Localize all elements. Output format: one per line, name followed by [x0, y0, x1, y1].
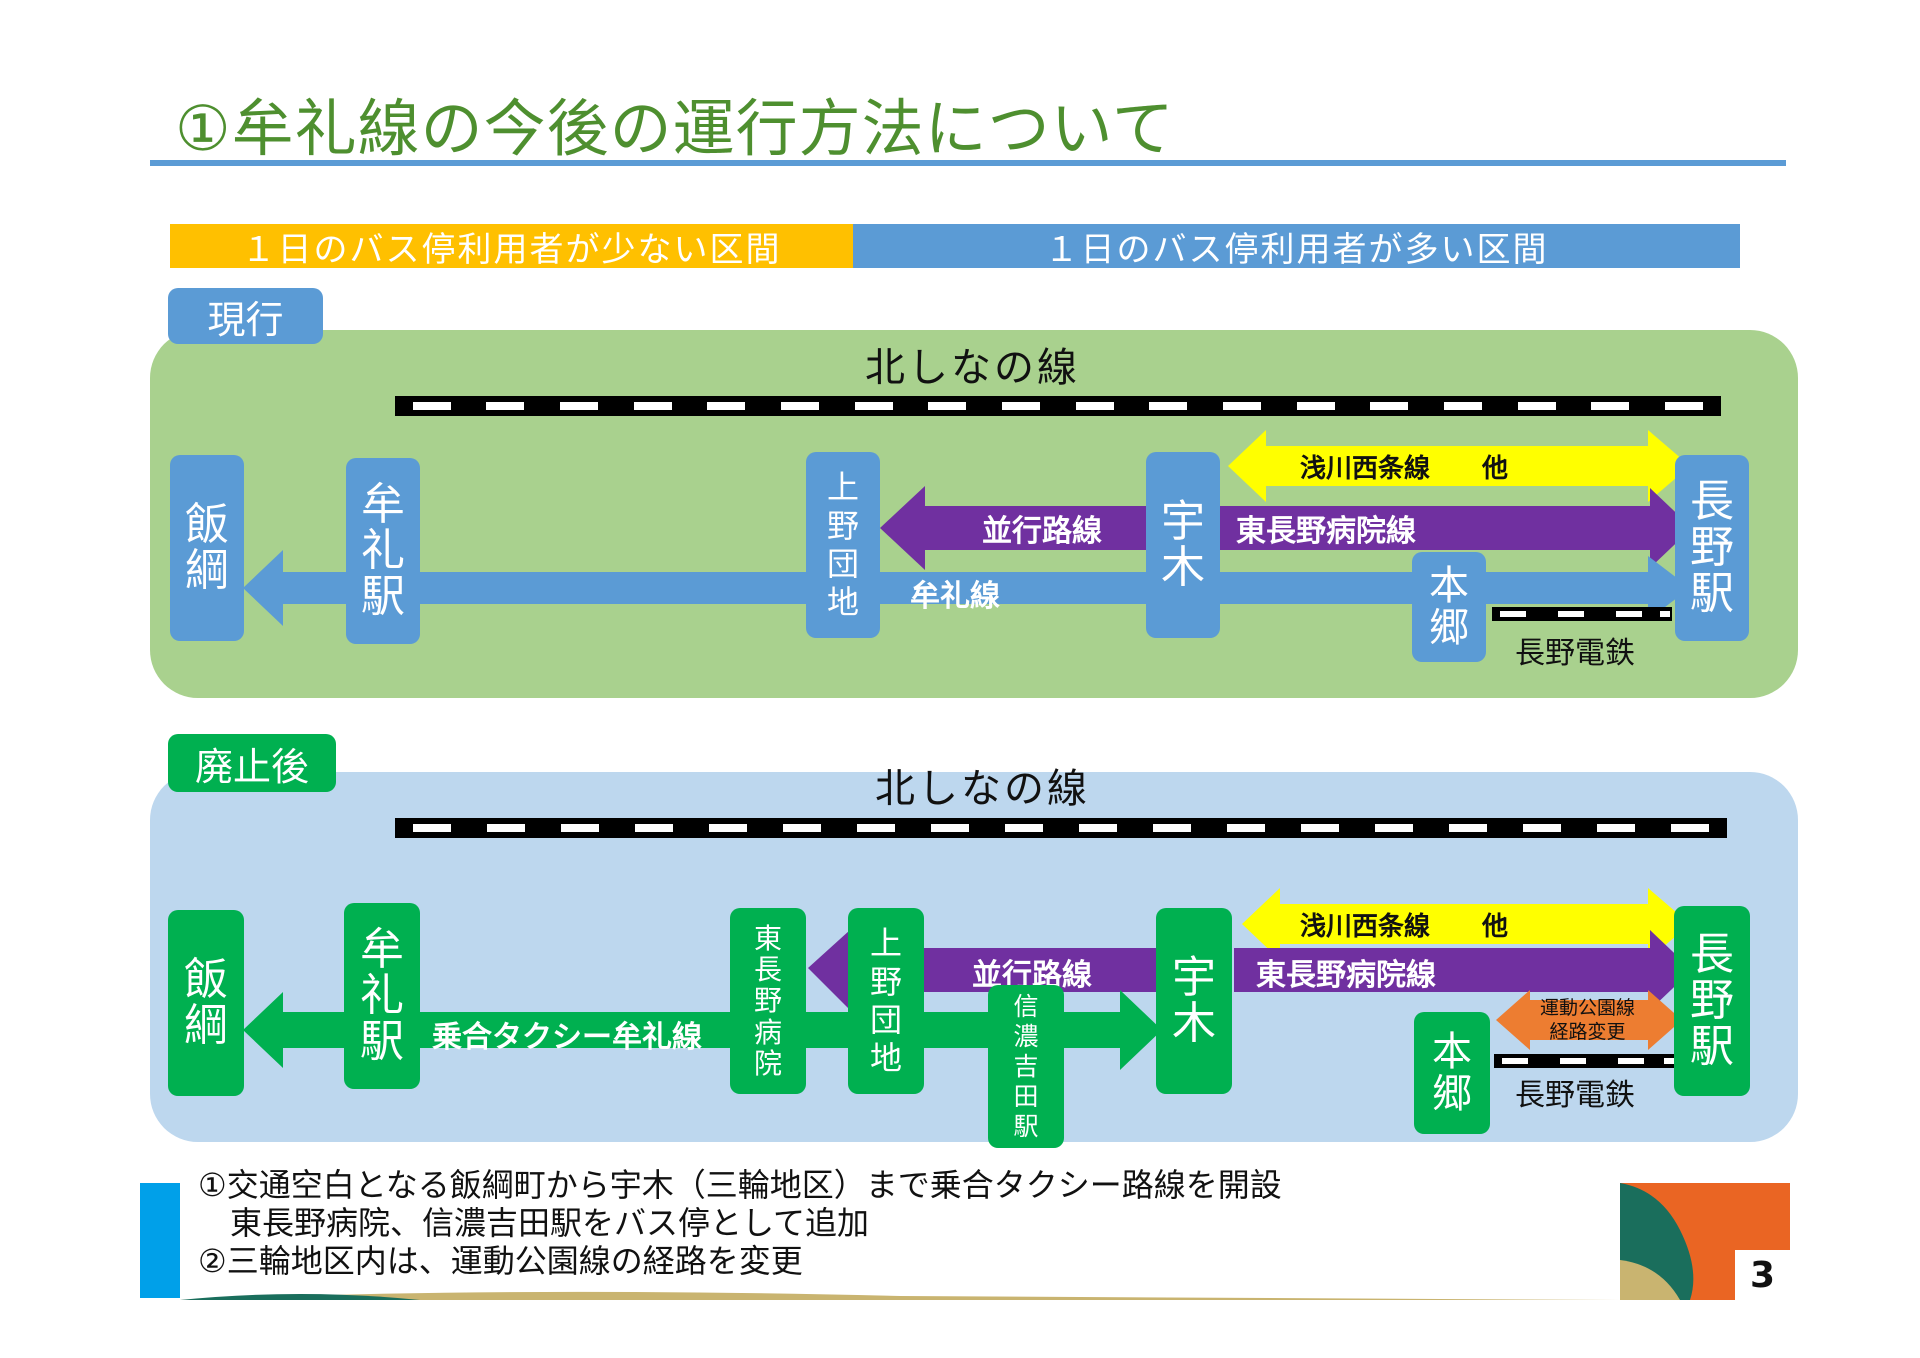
- legend-high-usage: １日のバス停利用者が多い区間: [853, 224, 1740, 270]
- after-undo-label: 運動公園線 経路変更: [1539, 997, 1635, 1043]
- notes-box: [182, 1164, 1620, 1282]
- current-station-uki: 宇木: [1146, 452, 1220, 638]
- current-mure-label: 牟礼線: [910, 579, 1000, 614]
- after-station-kamino-danchi: 上野団地: [848, 908, 924, 1094]
- current-station-iizuna: 飯綱: [170, 455, 244, 641]
- after-asakawa-label: 浅川西条線 他: [1300, 912, 1509, 942]
- legend-low-usage: １日のバス停利用者が少ない区間: [170, 224, 853, 270]
- current-nagano-dentetsu-label: 長野電鉄: [1515, 636, 1635, 671]
- note-1: ①交通空白となる飯綱町から宇木（三輪地区）まで乗合タクシー路線を開設: [198, 1166, 1282, 1204]
- note-3: ②三輪地区内は、運動公園線の経路を変更: [198, 1242, 803, 1280]
- after-taxi-label: 乗合タクシー牟礼線: [432, 1020, 702, 1055]
- current-higashi-label: 東長野病院線: [1236, 514, 1416, 549]
- after-station-higashi-nagano-hospital: 東長野病院: [730, 908, 806, 1094]
- current-asakawa-label: 浅川西条線 他: [1300, 454, 1509, 484]
- after-nagano-dentetsu-label: 長野電鉄: [1515, 1078, 1635, 1113]
- after-taxi-arrow: [243, 990, 1162, 1070]
- page-title: ①牟礼線の今後の運行方法について: [175, 92, 1175, 165]
- after-higashi-label: 東長野病院線: [1256, 958, 1436, 993]
- after-station-nagano: 長野駅: [1674, 906, 1750, 1096]
- after-asakawa-arrow: [1242, 888, 1690, 960]
- after-station-shinano-yoshida: 信濃吉田駅: [988, 985, 1064, 1148]
- current-heiko-label: 並行路線: [982, 514, 1102, 549]
- after-rail-name: 北しなの線: [875, 766, 1090, 812]
- after-station-mure: 牟礼駅: [344, 903, 420, 1089]
- page-number: 3: [1749, 1254, 1776, 1296]
- current-kitashinano-rail: [395, 396, 1721, 416]
- title-underline: [150, 160, 1786, 166]
- after-station-iizuna: 飯綱: [168, 910, 244, 1096]
- current-station-hongo: 本郷: [1412, 552, 1486, 662]
- after-station-uki: 宇木: [1156, 908, 1232, 1094]
- after-higashi-arrow: [1234, 930, 1692, 1010]
- after-kitashinano-rail: [395, 818, 1727, 838]
- current-station-mure: 牟礼駅: [346, 458, 420, 644]
- current-station-kamino-danchi: 上野団地: [806, 452, 880, 638]
- after-tag: 廃止後: [168, 734, 336, 792]
- current-mure-arrow: [243, 550, 1690, 626]
- after-station-hongo: 本郷: [1414, 1012, 1490, 1134]
- current-higashi-arrow: [1220, 488, 1692, 568]
- current-asakawa-arrow: [1228, 430, 1690, 502]
- current-tag: 現行: [168, 288, 323, 344]
- current-station-nagano: 長野駅: [1675, 455, 1749, 641]
- current-rail-name: 北しなの線: [865, 345, 1080, 391]
- note-2: 東長野病院、信濃吉田駅をバス停として追加: [198, 1204, 870, 1242]
- current-heiko-arrow: [880, 486, 1165, 570]
- after-undo-arrow: [1496, 990, 1682, 1050]
